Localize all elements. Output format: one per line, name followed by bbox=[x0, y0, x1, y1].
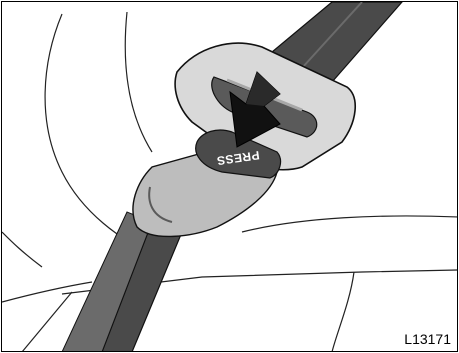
figure-code: L13171 bbox=[404, 331, 451, 347]
